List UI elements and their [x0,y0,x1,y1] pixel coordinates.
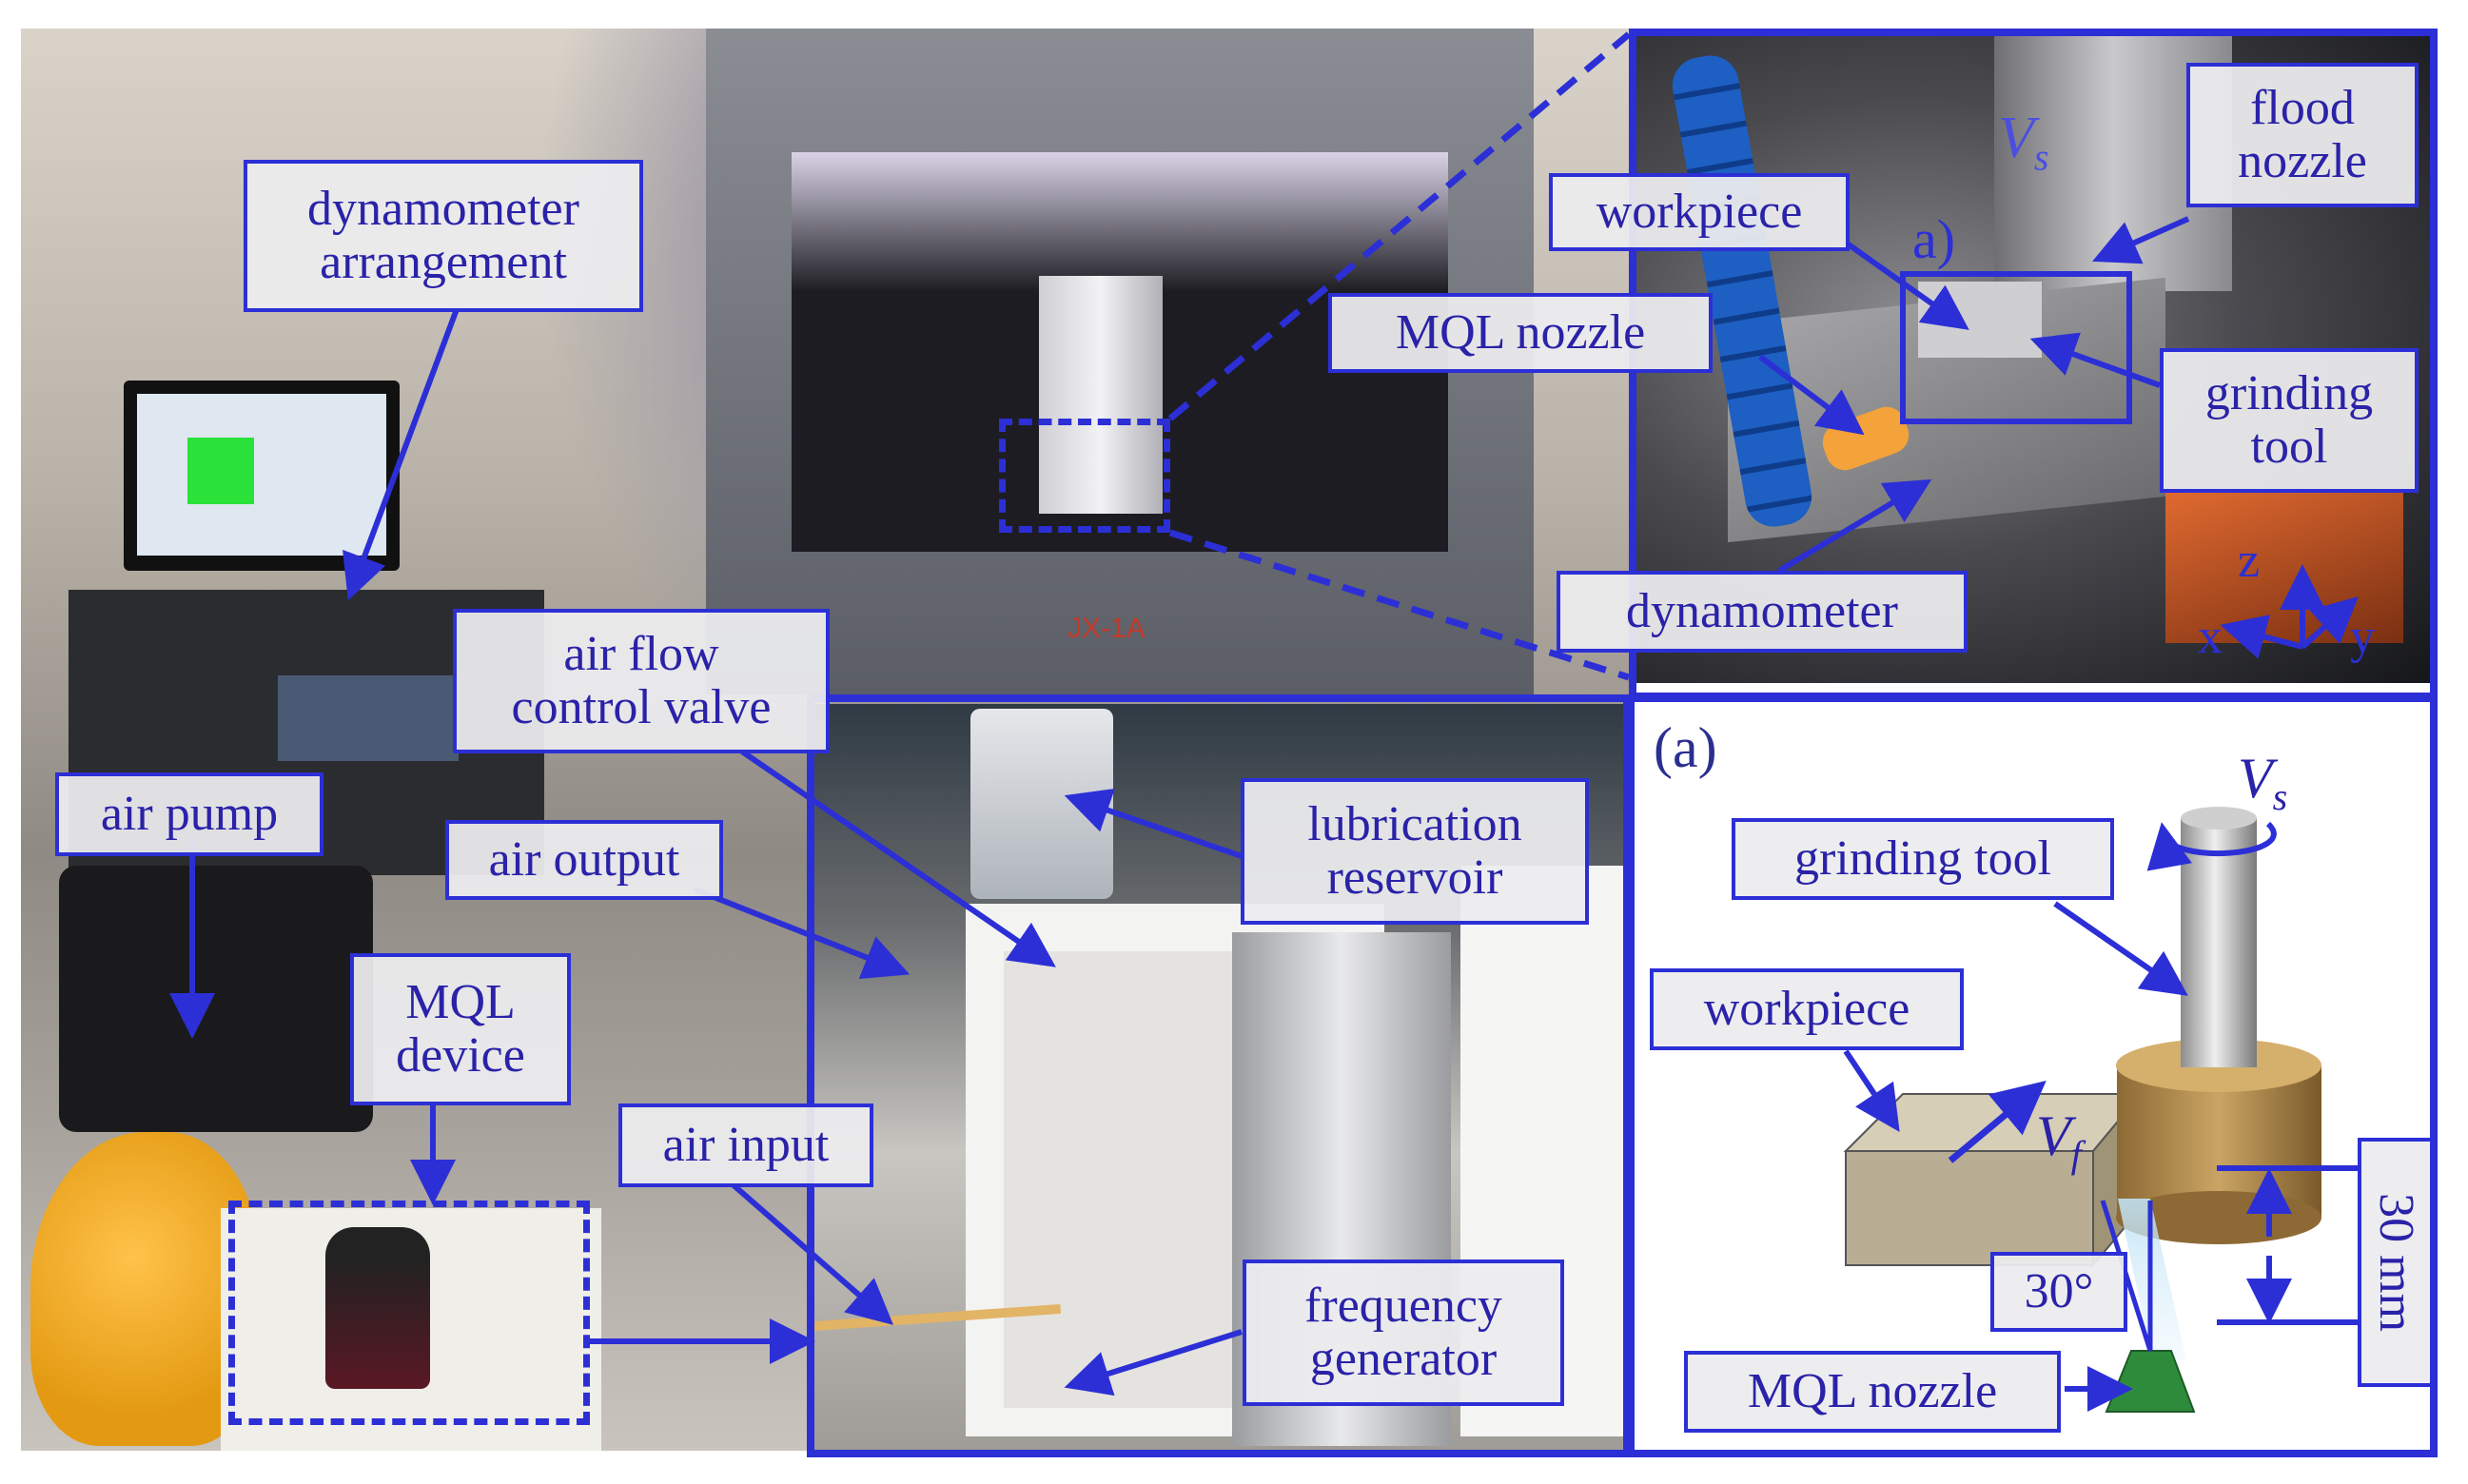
arrow-air-output [693,887,911,980]
vf-symbol-schematic: Vf [2036,1104,2082,1176]
mql-reservoir-small [325,1227,430,1389]
arrow-flood-nozzle [2092,216,2190,264]
spindle-highlight [999,419,1170,533]
panel-letter-closeup: a) [1912,208,1956,270]
label-flood-nozzle: flood nozzle [2186,63,2419,207]
label-lubrication-reservoir: lubrication reservoir [1241,778,1589,925]
label-mql-nozzle-schematic: MQL nozzle [1684,1351,2061,1433]
label-air-input: air input [618,1103,873,1187]
arrow-workpiece-schematic [1843,1049,1900,1132]
closeup-workpiece-box [1900,271,2132,424]
panel-letter-schematic: (a) [1654,716,1717,779]
tool-shank-top [2181,807,2257,830]
air-pump [59,866,373,1132]
arrow-grinding-tool-top [2029,332,2162,388]
arrow-mql-nozzle-top [1758,354,1865,436]
tool-shank [2181,818,2257,1067]
axis-y-line [2300,596,2359,650]
rotation-arrow [2146,821,2277,871]
monitor-screen [137,394,386,556]
arrow-air-input [731,1181,894,1325]
spindle [1039,276,1163,514]
machine-brand: JX-1A [1068,613,1146,644]
mql-device-highlight [228,1201,590,1425]
label-air-flow-control-valve: air flow control valve [453,609,830,753]
arrow-dynamometer [1777,478,1932,574]
label-distance: 30 mm [2358,1138,2434,1387]
label-air-output: air output [445,820,723,900]
arrow-lubrication-reservoir [1064,788,1243,859]
feed-arrow [1948,1081,2047,1163]
label-grinding-tool-top: grinding tool [2160,348,2419,493]
axis-x-line [2220,615,2303,659]
label-angle: 30° [1990,1252,2127,1332]
arrow-frequency-generator [1064,1329,1243,1396]
callout-line-top [1167,31,1632,421]
callout-line-bottom [1168,529,1631,681]
label-dynamometer: dynamometer [1557,571,1968,653]
label-air-pump: air pump [55,772,323,856]
axis-y-label: y [2350,610,2375,664]
label-workpiece-schematic: workpiece [1650,968,1964,1050]
schematic-frame [1627,694,2438,1457]
label-mql-device: MQL device [350,953,571,1105]
vs-symbol-closeup: Vs [1998,106,2049,179]
arrow-grinding-tool-schematic [2053,901,2188,996]
vs-symbol-schematic: Vs [2238,747,2288,818]
label-workpiece-top: workpiece [1549,173,1850,251]
arrow-air-flow-valve [740,749,1056,967]
label-dynamometer-arrangement: dynamometer arrangement [244,160,643,312]
mql-cabinet-inner [1004,951,1261,1408]
amplifier [278,675,459,761]
arrow-dynamometer-arrangement [343,307,460,601]
axis-z-label: z [2238,534,2261,588]
arrow-workpiece-top [1844,240,1969,330]
label-mql-nozzle-top: MQL nozzle [1328,293,1713,373]
axis-x-label: x [2198,610,2223,664]
label-frequency-generator: frequency generator [1243,1259,1564,1406]
monitor-plot [187,438,254,504]
label-grinding-tool-schematic: grinding tool [1732,818,2114,900]
